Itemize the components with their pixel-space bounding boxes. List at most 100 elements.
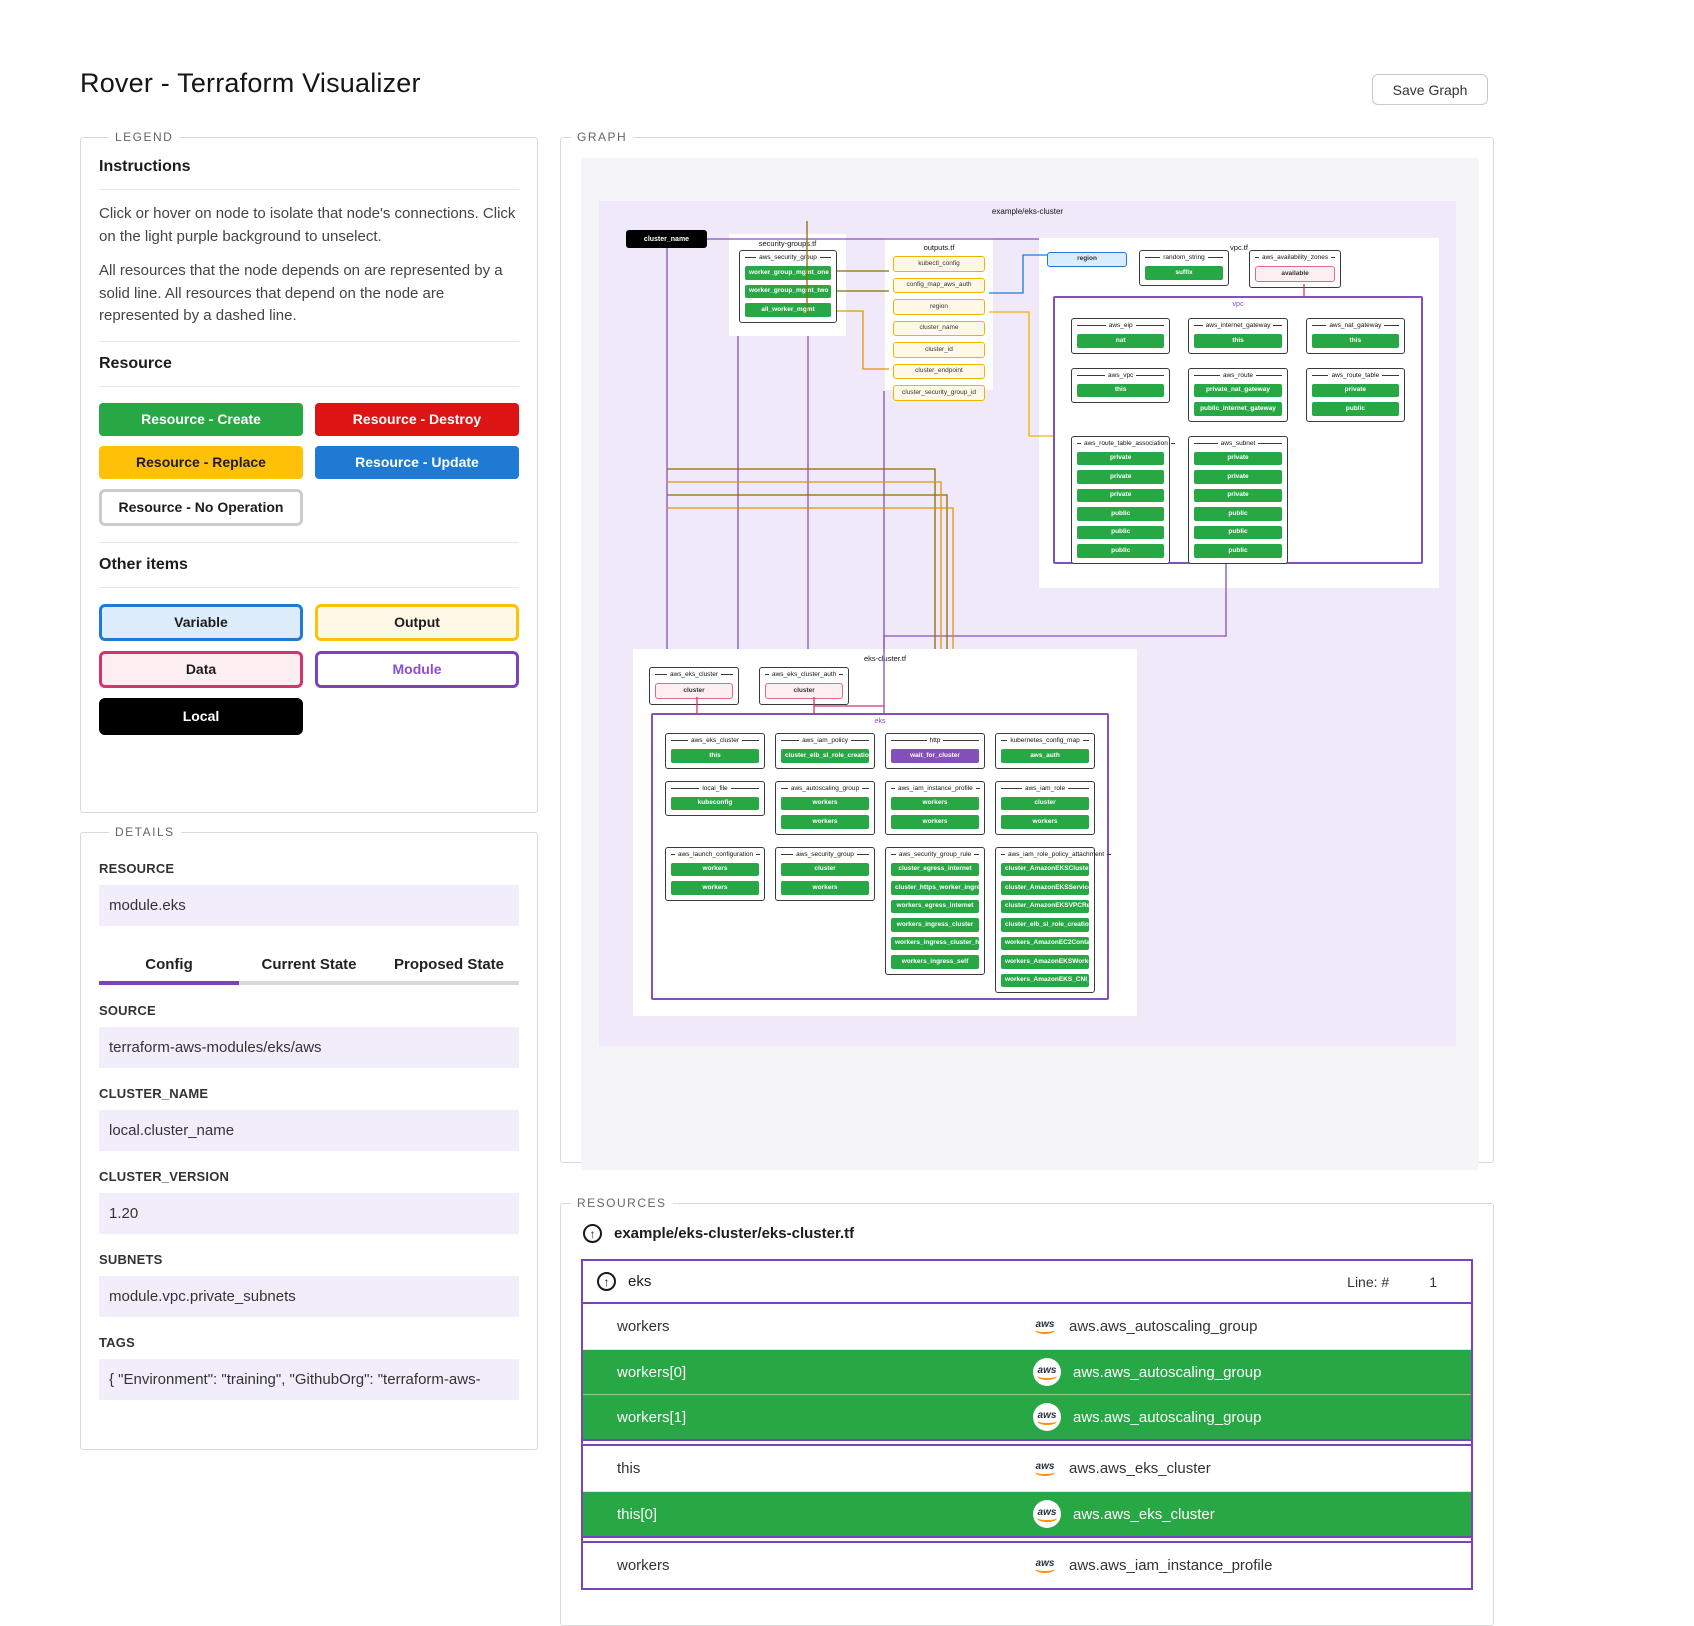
graph-node-cluster-id[interactable]: cluster_id <box>893 342 985 358</box>
graph-node-cluster-endpoint[interactable]: cluster_endpoint <box>893 363 985 379</box>
graph-node-cluster[interactable]: cluster <box>655 683 733 699</box>
graph-node-workers-ingress-cluster[interactable]: workers_ingress_cluster <box>891 918 979 932</box>
graph-node-private[interactable]: private <box>1194 470 1282 484</box>
graph-node-workers[interactable]: workers <box>891 815 979 829</box>
tab-current-state[interactable]: Current State <box>239 948 379 985</box>
graph-node-nat[interactable]: nat <box>1077 334 1165 348</box>
graph-node-this[interactable]: this <box>1194 334 1282 348</box>
graph-node-public[interactable]: public <box>1077 525 1165 539</box>
legend-panel-label: LEGEND <box>115 130 174 144</box>
cluster-label: aws_security_group <box>781 851 869 858</box>
graph-node-workers-amazonec2container-[interactable]: workers_AmazonEC2Container... <box>1001 936 1089 950</box>
graph-node-public[interactable]: public <box>1077 507 1165 521</box>
graph-node-cluster-elb-sl-role-creation[interactable]: cluster_elb_sl_role_creation <box>781 749 869 763</box>
graph-node-this[interactable]: this <box>1077 383 1165 397</box>
graph-node-cluster-https-worker-ingress[interactable]: cluster_https_worker_ingress <box>891 881 979 895</box>
graph-node-worker-group-mgmt-two[interactable]: worker_group_mgmt_two <box>745 284 831 298</box>
cluster-label: local_file <box>671 785 759 792</box>
graph-node-cluster-elb-sl-role-creation[interactable]: cluster_elb_sl_role_creation <box>1001 918 1089 932</box>
graph-node-wait-for-cluster[interactable]: wait_for_cluster <box>891 749 979 763</box>
graph-node-public[interactable]: public <box>1194 507 1282 521</box>
graph-node-workers-amazoneks-cni-pol-[interactable]: workers_AmazonEKS_CNI_Pol... <box>1001 973 1089 987</box>
graph-node-available[interactable]: available <box>1255 266 1336 282</box>
graph-node-worker-group-mgmt-one[interactable]: worker_group_mgmt_one <box>745 266 831 280</box>
graph-node-private[interactable]: private <box>1194 488 1282 502</box>
tab-config[interactable]: Config <box>99 948 239 985</box>
resources-file-header[interactable]: example/eks-cluster/eks-cluster.tf <box>583 1224 1493 1243</box>
module-label: eks <box>874 718 886 725</box>
graph-node-private[interactable]: private <box>1077 470 1165 484</box>
graph-node-cluster-egress-internet[interactable]: cluster_egress_internet <box>891 862 979 876</box>
graph-node-region-variable[interactable]: region <box>1047 252 1127 267</box>
graph-node-all-worker-mgmt[interactable]: all_worker_mgmt <box>745 303 831 317</box>
graph-node-workers-ingress-cluster-https[interactable]: workers_ingress_cluster_https <box>891 936 979 950</box>
graph-node-aws-auth[interactable]: aws_auth <box>1001 749 1089 763</box>
tab-proposed-state[interactable]: Proposed State <box>379 948 519 985</box>
graph-node-private[interactable]: private <box>1077 488 1165 502</box>
graph-node-workers[interactable]: workers <box>671 881 759 895</box>
graph-node-workers-amazoneksworkern-[interactable]: workers_AmazonEKSWorkerN... <box>1001 955 1089 969</box>
graph-node-cluster[interactable]: cluster <box>781 862 869 876</box>
graph-node-private[interactable]: private <box>1311 383 1399 397</box>
graph-node-this[interactable]: this <box>1311 334 1399 348</box>
graph-node-public-internet-gateway[interactable]: public_internet_gateway <box>1194 402 1282 416</box>
graph-node-cluster[interactable]: cluster <box>1001 796 1089 810</box>
graph-node-cluster[interactable]: cluster <box>765 683 844 699</box>
save-graph-button[interactable]: Save Graph <box>1372 74 1488 105</box>
resource-name: this[0] <box>617 1505 658 1523</box>
line-number-value[interactable]: 1 <box>1429 1273 1437 1290</box>
resources-module-header[interactable]: eks Line: # 1 <box>583 1261 1471 1304</box>
graph-node-kubectl-config[interactable]: kubectl_config <box>893 256 985 272</box>
graph-node-workers[interactable]: workers <box>1001 815 1089 829</box>
graph-node-cluster-security-group-id[interactable]: cluster_security_group_id <box>893 385 985 401</box>
resource-type-label: aws.aws_autoscaling_group <box>1073 1408 1262 1426</box>
graph-node-config-map-aws-auth[interactable]: config_map_aws_auth <box>893 277 985 293</box>
graph-node-cluster-amazoneksservicepoli-[interactable]: cluster_AmazonEKSServicePoli... <box>1001 881 1089 895</box>
graph-region-example-eks-cluster[interactable]: example/eks-cluster cluster_name securit… <box>599 201 1456 1046</box>
file-label: vpc.tf <box>1230 243 1248 252</box>
graph-node-this[interactable]: this <box>671 749 759 763</box>
graph-node-workers[interactable]: workers <box>781 881 869 895</box>
field-label: SUBNETS <box>99 1252 163 1267</box>
cluster-label: aws_nat_gateway <box>1312 322 1399 329</box>
legend-destroy-button: Resource - Destroy <box>315 402 519 436</box>
graph-node-public[interactable]: public <box>1311 402 1399 416</box>
graph-node-kubeconfig[interactable]: kubeconfig <box>671 796 759 810</box>
graph-node-workers-ingress-self[interactable]: workers_ingress_self <box>891 955 979 969</box>
graph-node-private[interactable]: private <box>1077 451 1165 465</box>
graph-node-private-nat-gateway[interactable]: private_nat_gateway <box>1194 383 1282 397</box>
graph-node-cluster-amazoneksvpcresou-[interactable]: cluster_AmazonEKSVPCResou... <box>1001 899 1089 913</box>
graph-node-workers[interactable]: workers <box>781 796 869 810</box>
graph-node-cluster-name[interactable]: cluster_name <box>893 320 985 336</box>
graph-canvas[interactable]: example/eks-cluster cluster_name securit… <box>581 158 1479 1170</box>
resource-type-label: aws.aws_autoscaling_group <box>1069 1318 1258 1335</box>
graph-node-workers[interactable]: workers <box>671 862 759 876</box>
graph-node-cluster-amazoneksclusterpoli-[interactable]: cluster_AmazonEKSClusterPoli... <box>1001 862 1089 876</box>
graph-node-private[interactable]: private <box>1194 451 1282 465</box>
graph-node-public[interactable]: public <box>1194 525 1282 539</box>
graph-node-cluster-name-local[interactable]: cluster_name <box>626 230 707 248</box>
graph-node-workers[interactable]: workers <box>891 796 979 810</box>
instructions-title: Instructions <box>99 158 191 175</box>
graph-node-suffix[interactable]: suffix <box>1145 266 1223 280</box>
cluster-label: http <box>891 737 979 744</box>
graph-node-public[interactable]: public <box>1077 544 1165 558</box>
graph-node-public[interactable]: public <box>1194 544 1282 558</box>
graph-node-workers-egress-internet[interactable]: workers_egress_internet <box>891 899 979 913</box>
page-title: Rover - Terraform Visualizer <box>80 68 421 98</box>
graph-node-region[interactable]: region <box>893 299 985 315</box>
graph-node-workers[interactable]: workers <box>781 815 869 829</box>
